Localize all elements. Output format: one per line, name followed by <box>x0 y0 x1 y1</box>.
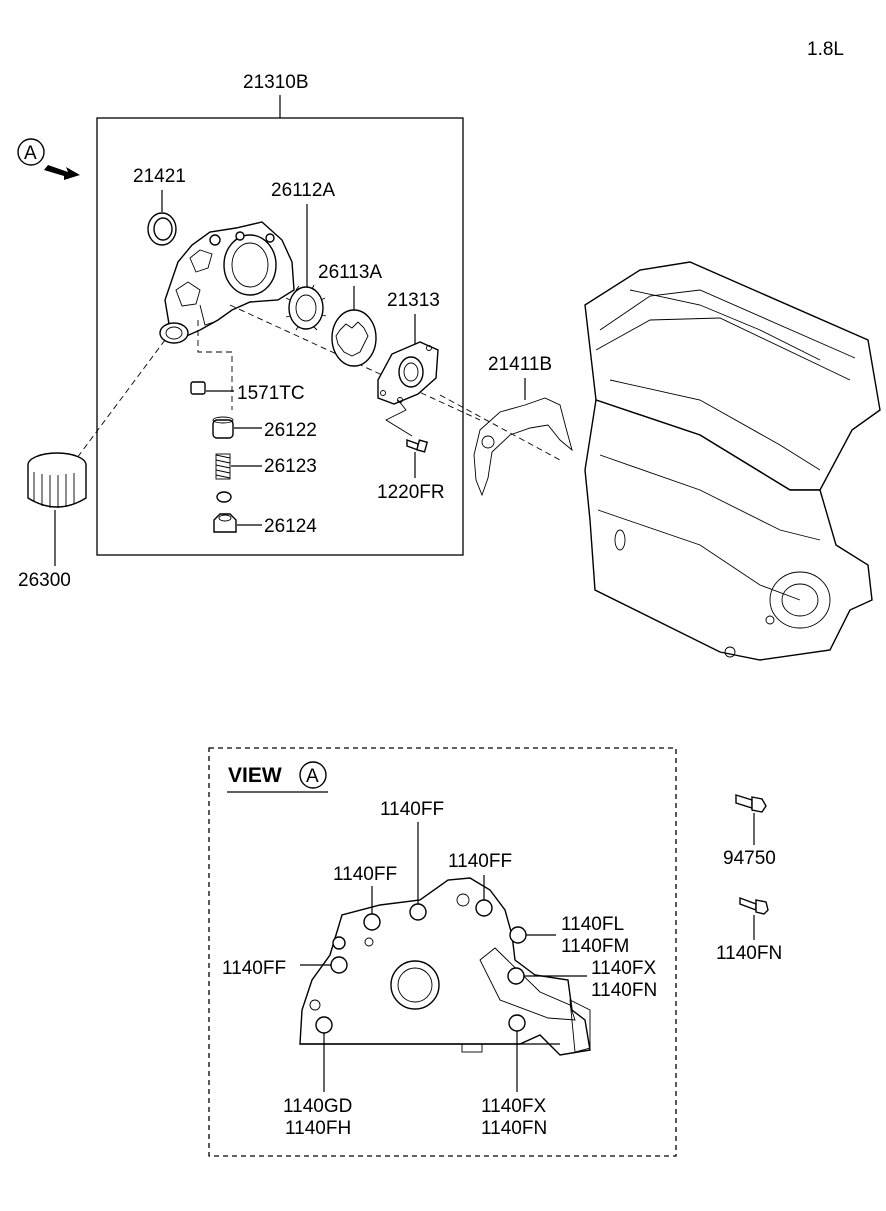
washer-part <box>216 491 232 503</box>
assembly-box <box>96 117 464 556</box>
engine-block <box>584 261 881 661</box>
part-label-26124[interactable]: 26124 <box>264 516 317 537</box>
part-label-94750[interactable]: 94750 <box>723 848 776 869</box>
assembly-label[interactable]: 21310B <box>243 72 309 93</box>
view-bolt-bottom-right-2[interactable]: 1140FN <box>481 1118 547 1139</box>
relief-valve-guide <box>197 320 233 410</box>
engine-size-label: 1.8L <box>807 39 844 60</box>
view-title-letter: A <box>306 766 319 787</box>
inner-gear-part <box>331 309 377 367</box>
gasket-part <box>473 397 573 497</box>
part-label-21411B[interactable]: 21411B <box>488 354 552 375</box>
cover-screw-guide <box>385 399 413 437</box>
part-label-26300[interactable]: 26300 <box>18 570 71 591</box>
view-a-circle <box>17 138 45 166</box>
centerline-pump <box>229 304 481 421</box>
view-bolt-top-center[interactable]: 1140FF <box>380 799 444 820</box>
view-bolt-top-right[interactable]: 1140FF <box>448 851 512 872</box>
centerline-filter <box>67 339 166 471</box>
part-label-1220FR[interactable]: 1220FR <box>377 482 445 503</box>
oil-filter-part <box>27 452 87 508</box>
plug-26124-part <box>213 513 237 533</box>
plunger-part <box>212 416 234 439</box>
view-bolt-bottom-left-2[interactable]: 1140FH <box>285 1118 351 1139</box>
oil-pump-body <box>159 221 295 344</box>
plug-1571tc-part <box>190 381 206 395</box>
view-a-letter: A <box>24 143 37 164</box>
view-title: VIEW <box>228 764 282 787</box>
part-label-1140FN[interactable]: 1140FN <box>716 943 782 964</box>
part-label-26123[interactable]: 26123 <box>264 456 317 477</box>
screw-part <box>406 439 429 453</box>
part-label-21313[interactable]: 21313 <box>387 290 440 311</box>
outer-gear-part <box>285 284 327 331</box>
view-a-box <box>208 747 677 1157</box>
view-bolt-bottom-right-1[interactable]: 1140FX <box>481 1096 546 1117</box>
view-title-circle <box>299 761 327 789</box>
seal-part <box>147 212 177 246</box>
pump-cover-part <box>377 341 439 405</box>
part-label-1571TC[interactable]: 1571TC <box>237 383 305 404</box>
view-bolt-right-mid-2[interactable]: 1140FN <box>591 980 657 1001</box>
view-bolt-top-left[interactable]: 1140FF <box>333 864 397 885</box>
view-bolt-left-mid[interactable]: 1140FF <box>222 958 286 979</box>
view-bolt-bottom-left-1[interactable]: 1140GD <box>283 1096 352 1117</box>
part-label-26113A[interactable]: 26113A <box>318 262 382 283</box>
view-a-marker[interactable]: A <box>17 138 80 180</box>
view-bolt-right-upper-2[interactable]: 1140FM <box>561 936 629 957</box>
part-label-26122[interactable]: 26122 <box>264 420 317 441</box>
centerline-engine <box>439 394 561 461</box>
bolt-1140fn-part <box>739 896 769 915</box>
part-label-26112A[interactable]: 26112A <box>271 180 335 201</box>
view-bolt-right-upper-1[interactable]: 1140FL <box>561 914 624 935</box>
spring-part <box>215 453 231 480</box>
part-label-21421[interactable]: 21421 <box>133 166 186 187</box>
view-arrow-icon <box>44 165 80 180</box>
view-bolt-right-mid-1[interactable]: 1140FX <box>591 958 656 979</box>
bolt-94750-part <box>735 794 767 813</box>
